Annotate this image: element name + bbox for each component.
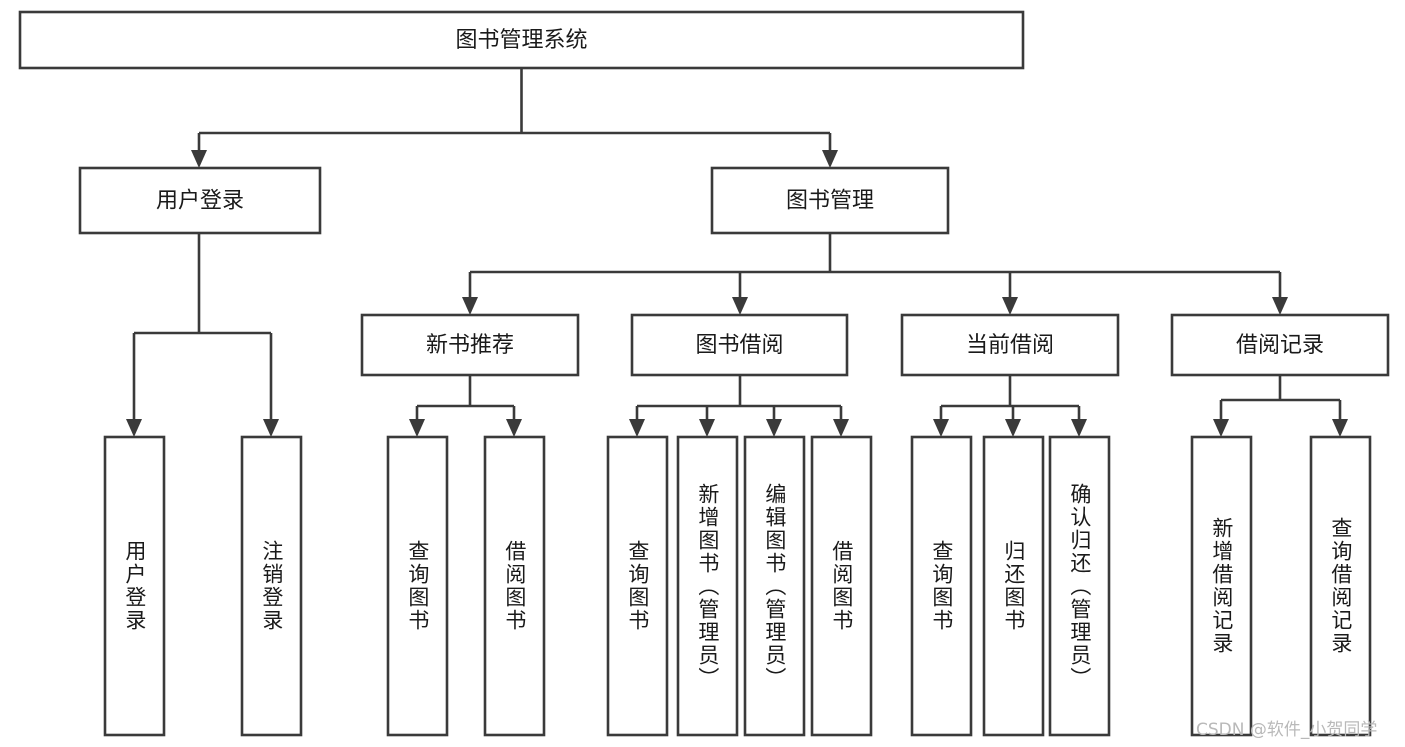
- node-box-current-borrow[interactable]: [900, 313, 1120, 377]
- arrow-head-icon: [191, 150, 207, 168]
- node-label-borrow-records: 借阅记录: [1236, 333, 1324, 358]
- arrow-head-icon: [1213, 419, 1229, 437]
- arrow-head-icon: [766, 419, 782, 437]
- node-box-leaf-edit-book-admin[interactable]: [743, 435, 806, 737]
- arrow-head-icon: [1005, 419, 1021, 437]
- arrow-head-icon: [933, 419, 949, 437]
- arrow-head-icon: [126, 419, 142, 437]
- node-box-book-borrow[interactable]: [630, 313, 849, 377]
- node-box-leaf-confirm-return-admin[interactable]: [1048, 435, 1111, 737]
- node-box-root[interactable]: [18, 10, 1025, 70]
- node-box-new-book-recommend[interactable]: [360, 313, 580, 377]
- arrow-head-icon: [822, 150, 838, 168]
- node-box-book-management[interactable]: [710, 166, 950, 235]
- node-label-current-borrow: 当前借阅: [966, 333, 1054, 358]
- node-label-root: 图书管理系统: [455, 28, 587, 53]
- arrow-head-icon: [506, 419, 522, 437]
- node-box-leaf-user-logout[interactable]: [240, 435, 303, 737]
- node-label-user-login: 用户登录: [156, 189, 244, 214]
- node-box-leaf-user-login[interactable]: [103, 435, 166, 737]
- arrow-head-icon: [409, 419, 425, 437]
- node-box-leaf-borrow-book-2[interactable]: [810, 435, 873, 737]
- arrow-head-icon: [263, 419, 279, 437]
- arrow-head-icon: [1332, 419, 1348, 437]
- node-box-leaf-query-borrow-record[interactable]: [1309, 435, 1372, 737]
- node-box-leaf-query-book-2[interactable]: [606, 435, 669, 737]
- node-label-book-borrow: 图书借阅: [695, 333, 783, 358]
- arrow-head-icon: [462, 297, 478, 315]
- arrow-head-icon: [699, 419, 715, 437]
- node-box-leaf-query-book-1[interactable]: [386, 435, 449, 737]
- node-label-new-book-recommend: 新书推荐: [426, 333, 514, 358]
- arrow-head-icon: [732, 297, 748, 315]
- node-boxes-layer: [18, 10, 1390, 737]
- connectors-layer: [126, 68, 1348, 437]
- arrow-head-icon: [833, 419, 849, 437]
- node-label-book-management: 图书管理: [786, 189, 874, 214]
- node-box-user-login[interactable]: [78, 166, 322, 235]
- node-box-leaf-return-book[interactable]: [982, 435, 1045, 737]
- arrow-head-icon: [1272, 297, 1288, 315]
- node-box-leaf-query-book-3[interactable]: [910, 435, 973, 737]
- arrow-head-icon: [629, 419, 645, 437]
- node-box-leaf-add-borrow-record[interactable]: [1190, 435, 1253, 737]
- node-box-leaf-add-book-admin[interactable]: [676, 435, 739, 737]
- arrow-head-icon: [1002, 297, 1018, 315]
- arrow-head-icon: [1071, 419, 1087, 437]
- watermark-text: CSDN @软件_小贺同学: [1196, 720, 1378, 740]
- node-box-leaf-borrow-book-1[interactable]: [483, 435, 546, 737]
- node-box-borrow-records[interactable]: [1170, 313, 1390, 377]
